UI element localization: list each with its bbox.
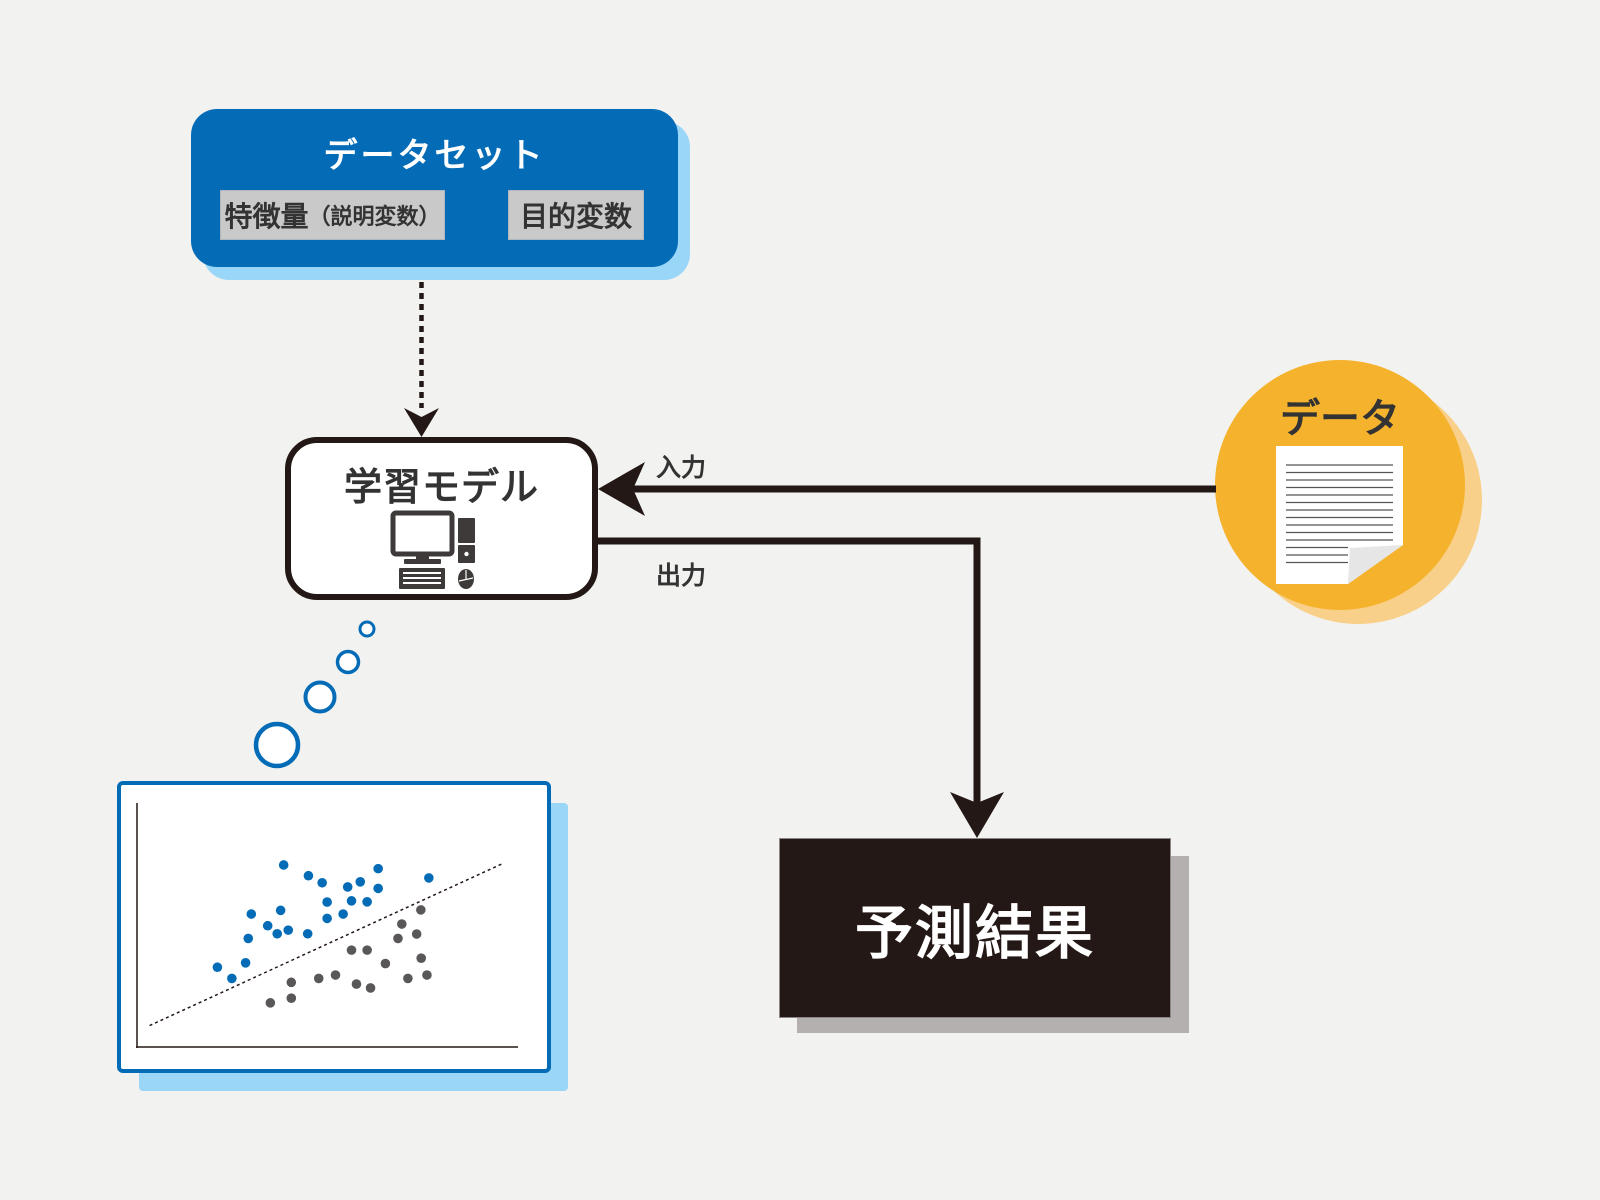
scatter-point-class-b (380, 958, 391, 969)
target-label: 目的変数 (508, 190, 644, 240)
scatter-point-class-b (346, 945, 357, 955)
scatter-point-class-b (416, 953, 427, 963)
scatter-point-class-a (342, 882, 353, 892)
chart-frame (117, 781, 551, 1073)
scatter-point-class-b (330, 970, 341, 980)
scatter-point-class-a (317, 877, 327, 888)
document-icon (1276, 446, 1403, 584)
scatter-point-class-b (286, 993, 297, 1003)
result-box[interactable]: 予測結果 (779, 838, 1171, 1018)
dataset-box[interactable] (191, 109, 678, 267)
dataset-to-model-arrowhead (404, 408, 439, 437)
scatter-point-class-b (411, 929, 422, 939)
scatter-point-class-b (393, 933, 403, 944)
scatter-point-class-b (403, 973, 413, 984)
feature-label-sub: （説明変数） (308, 205, 441, 230)
feature-label: 特徴量（説明変数） (220, 190, 445, 240)
scatter-point-class-a (338, 909, 348, 919)
scatter-point-class-b (313, 973, 324, 984)
scatter-point-class-a (262, 920, 273, 931)
scatter-point-class-a (272, 928, 283, 939)
model-title: 学習モデル (343, 465, 539, 509)
scatter-point-class-a (373, 883, 383, 894)
scatter-point-class-a (373, 863, 383, 874)
thought-bubble (335, 649, 361, 675)
scatter-point-class-b (286, 977, 297, 988)
thought-bubble (303, 680, 337, 714)
scatter-point-class-b (351, 979, 362, 989)
scatter-point-class-a (322, 897, 332, 907)
data-title: データ (1280, 396, 1400, 442)
feature-label-main: 特徴量 (224, 200, 309, 233)
desktop-computer-icon (390, 510, 475, 589)
scatter-point-class-a (302, 928, 313, 939)
scatter-point-class-a (212, 962, 223, 973)
chart-trend-line (149, 862, 505, 1027)
thought-bubble (358, 620, 376, 638)
scatter-chart (136, 803, 518, 1048)
scatter-point-class-a (283, 925, 294, 935)
scatter-point-class-a (346, 896, 357, 906)
scatter-point-class-a (243, 933, 254, 944)
scatter-point-class-a (424, 873, 434, 883)
scatter-point-class-b (422, 970, 432, 980)
thought-bubbles (253, 620, 376, 769)
scatter-point-class-a (275, 905, 286, 916)
dataset-title: データセット (323, 136, 546, 176)
scatter-point-class-b (362, 945, 372, 955)
scatter-point-class-b (365, 983, 376, 993)
scatter-point-class-a (355, 877, 366, 887)
input-arrowhead (598, 462, 645, 516)
scatter-point-class-a (227, 973, 237, 984)
scatter-point-class-a (246, 909, 257, 919)
scatter-point-class-b (396, 919, 407, 929)
scatter-point-class-b (265, 998, 276, 1008)
scatter-point-class-a (322, 913, 332, 924)
scatter-point-class-a (278, 860, 289, 870)
scatter-point-class-a (362, 897, 372, 907)
input-label: 入力 (656, 453, 707, 482)
output-label: 出力 (656, 561, 707, 590)
scatter-point-class-b (416, 905, 426, 915)
scatter-point-class-a (240, 958, 251, 968)
output-arrow-line (598, 537, 981, 805)
thought-bubble (253, 721, 301, 769)
scatter-point-class-a (303, 870, 314, 881)
result-title: 予測結果 (854, 899, 1095, 967)
output-arrowhead (950, 792, 1004, 838)
